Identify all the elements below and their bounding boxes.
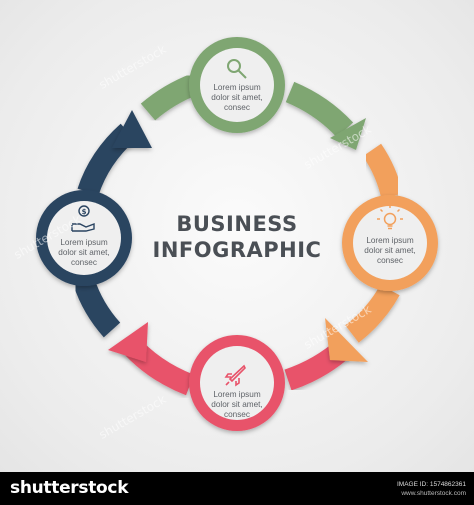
- step-line: consec: [224, 410, 250, 419]
- step-line: Lorem ipsum: [60, 238, 108, 247]
- arc-green: [285, 81, 354, 138]
- step-text-right: Lorem ipsum dolor sit amet, consec: [347, 236, 433, 266]
- node-right: [342, 195, 438, 291]
- step-line: dolor sit amet,: [58, 248, 110, 257]
- step-text-left: Lorem ipsum dolor sit amet, consec: [41, 238, 127, 268]
- arc-green-left: [140, 73, 200, 121]
- node-left: $: [36, 190, 132, 286]
- site-url[interactable]: www.shutterstock.com: [401, 490, 466, 497]
- node-top: [189, 37, 285, 133]
- arrowhead-red: [108, 322, 148, 362]
- stock-footer: shutterstock IMAGE ID: 1574862361 www.sh…: [0, 472, 474, 505]
- step-line: consec: [377, 256, 403, 265]
- step-line: consec: [71, 258, 97, 267]
- step-line: Lorem ipsum: [213, 83, 261, 92]
- infographic-canvas: $ BUSINESS INFOGRAPHIC Lorem ipsum dolor…: [36, 37, 438, 431]
- arrowhead-navy: [112, 110, 152, 148]
- step-text-bottom: Lorem ipsum dolor sit amet, consec: [194, 390, 280, 420]
- magnifier-icon: [227, 59, 247, 79]
- money-hand-icon: [71, 205, 95, 232]
- step-line: dolor sit amet,: [211, 93, 263, 102]
- arc-orange-low: [345, 284, 400, 343]
- step-line: Lorem ipsum: [366, 236, 414, 245]
- arrowhead-green: [330, 118, 366, 150]
- title-line-1: BUSINESS: [176, 212, 298, 236]
- brand-logo[interactable]: shutterstock: [10, 478, 129, 498]
- svg-text:$: $: [82, 208, 87, 216]
- step-line: dolor sit amet,: [364, 246, 416, 255]
- arc-navy-low: [73, 278, 121, 338]
- step-text-top: Lorem ipsum dolor sit amet, consec: [194, 83, 280, 113]
- lightbulb-icon: [377, 205, 403, 230]
- step-line: Lorem ipsum: [213, 390, 261, 399]
- image-id: IMAGE ID: 1574862361: [396, 481, 466, 488]
- step-line: consec: [224, 103, 250, 112]
- title-line-2: INFOGRAPHIC: [152, 238, 322, 262]
- arc-orange: [362, 143, 403, 199]
- rocket-icon: [224, 364, 246, 387]
- step-line: dolor sit amet,: [211, 400, 263, 409]
- node-bottom: [189, 335, 285, 431]
- arrowhead-orange: [325, 318, 368, 362]
